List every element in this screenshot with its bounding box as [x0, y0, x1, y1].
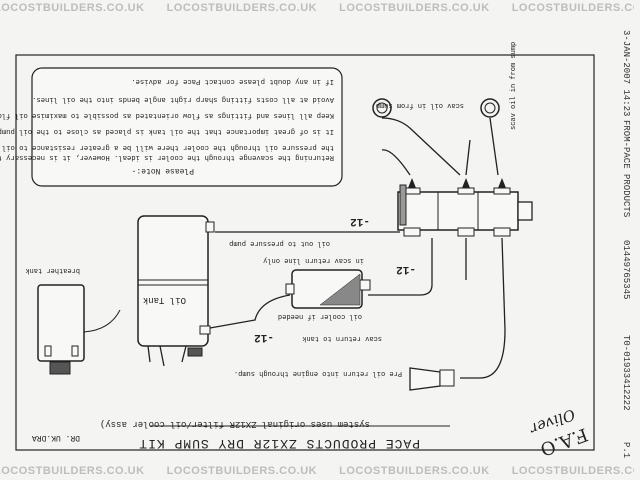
label-oil-out-pressure: oil out to pressure pump — [229, 239, 330, 247]
oil-tank: Oil Tank — [137, 215, 215, 367]
label-scav-sump-right: scav oil in from sump — [510, 42, 518, 130]
label-scav-return-tank: scav return to tank — [302, 334, 382, 342]
fax-date-time: 3-JAN-2007 14:23 — [621, 30, 631, 116]
pump-assembly — [397, 178, 533, 237]
note-line: the pressure oil through the cooler ther… — [0, 143, 334, 151]
label-scav-sump-left: scav oil in from sump — [376, 101, 464, 109]
note-text: Please Note:- Returning the scavenge thr… — [0, 77, 334, 175]
drawing-ref: DR. UK.DRA — [32, 433, 80, 442]
fax-to-number: T0-01933412222 — [621, 335, 631, 411]
diagram-subtitle: system uses original ZX12R filter/oil co… — [100, 419, 370, 429]
scav-inlet-left — [372, 98, 392, 118]
sump-fitting — [409, 367, 441, 391]
label-size-bottom: -12 — [254, 331, 274, 343]
note-line: If in any doubt please contact Pace for … — [131, 77, 334, 85]
fax-from: FROM-PACE PRODUCTS — [621, 120, 631, 217]
note-line: Avoid at all costs fitting sharp right a… — [32, 95, 334, 103]
drawing-ref-block: DR. UK.DRA — [32, 433, 80, 442]
note-heading: Please Note:- — [132, 166, 194, 175]
diagram-border — [15, 54, 595, 451]
note-line: Returning the scavenge through the coole… — [0, 153, 334, 161]
fax-page-number: P.1 — [621, 442, 631, 458]
label-size-top: -12 — [350, 215, 370, 227]
recipient-handwriting: F.A.O Oliver — [527, 405, 590, 459]
breather-tank: breather tank — [25, 266, 121, 375]
note-box — [31, 67, 343, 187]
diagram-title: PACE PRODUCTS ZX12R DRY SUMP KIT — [138, 436, 420, 451]
label-breather-tank: breather tank — [25, 266, 80, 274]
scav-inlet-right — [480, 98, 500, 118]
title-block: PACE PRODUCTS ZX12R DRY SUMP KIT system … — [100, 419, 420, 451]
label-in-scav-return-only: in scav return line only — [263, 256, 364, 264]
fax-from-number: 01449765345 — [621, 240, 631, 299]
fax-header: 3-JAN-2007 14:23 FROM-PACE PRODUCTS 0144… — [621, 30, 631, 458]
oil-cooler: in scav return line only oil cooler if n… — [263, 256, 371, 320]
label-size-mid: -12 — [396, 263, 416, 275]
label-oil-tank: Oil Tank — [143, 295, 186, 305]
note-line: Keep all lines and fittings as flow orie… — [0, 111, 334, 119]
label-pre-oil-return: Pre oil return into engine through sump. — [234, 369, 402, 377]
label-oil-cooler-if-needed: oil cooler if needed — [278, 312, 362, 320]
note-line: It is of great importance that the oil t… — [0, 127, 334, 135]
